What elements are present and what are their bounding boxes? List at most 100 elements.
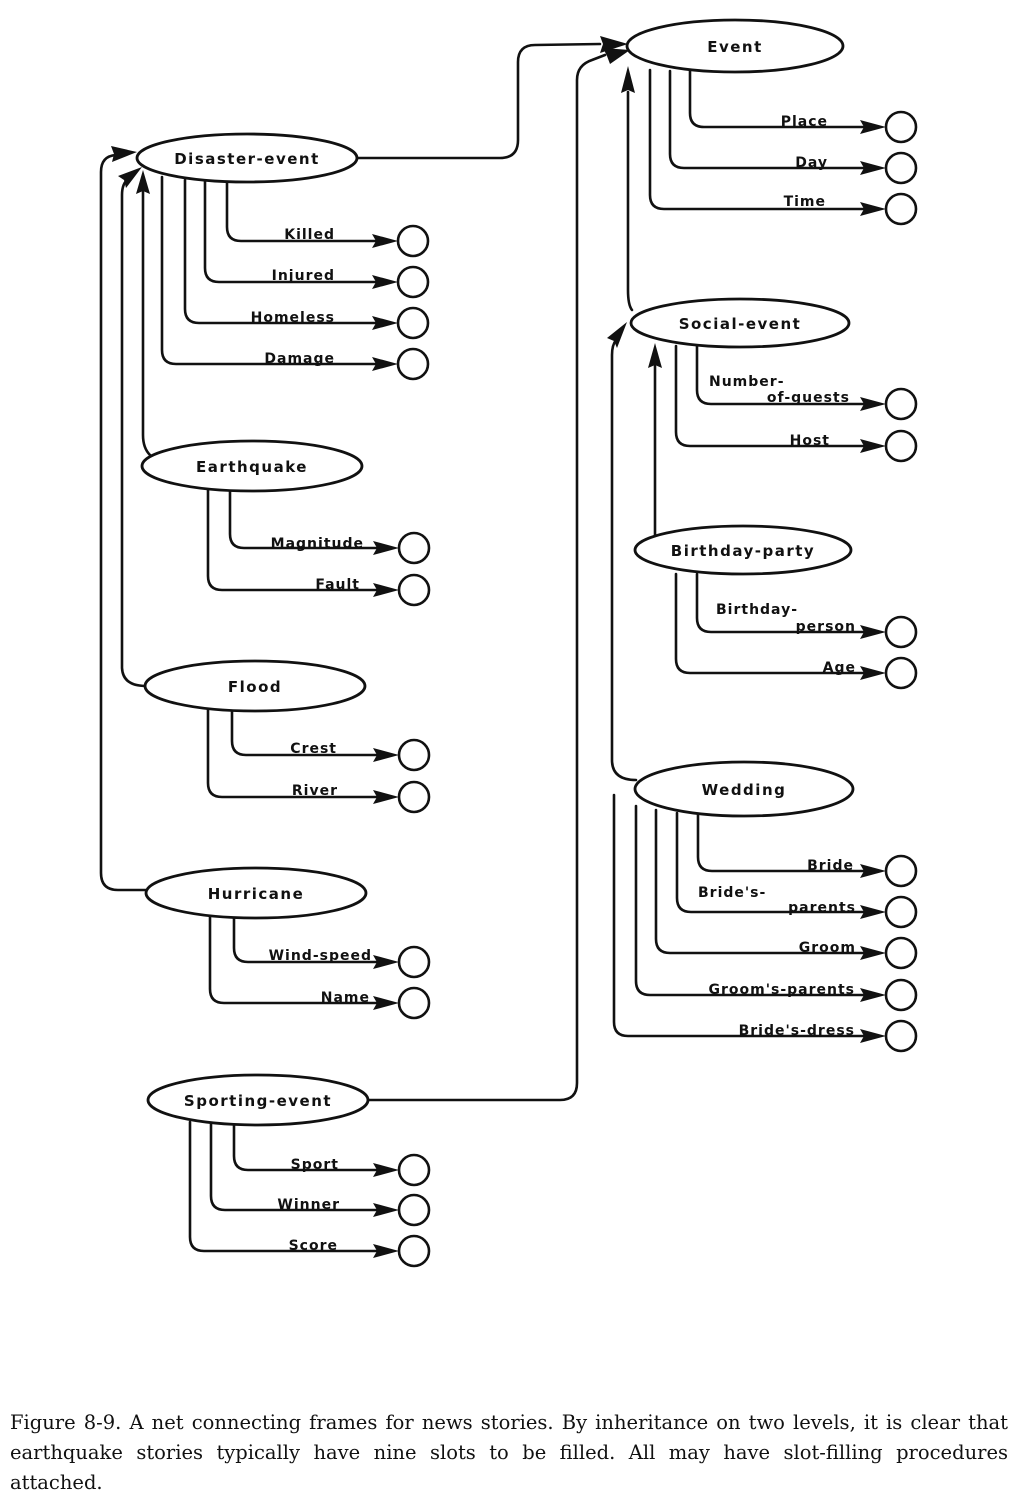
frame-hurricane[interactable]: Hurricane (144, 866, 368, 920)
frame-social-event[interactable]: Social-event (629, 297, 851, 349)
arrowhead (118, 167, 142, 188)
slot-label-birthday-person-2: person (796, 619, 856, 635)
slot-value-circle[interactable] (397, 1193, 431, 1227)
slot-value-circle[interactable] (397, 1234, 431, 1268)
slot-connector (225, 179, 378, 243)
slot-value-circle[interactable] (884, 151, 918, 185)
arrowhead (372, 234, 398, 248)
arrowhead (111, 146, 137, 162)
slot-value-circle[interactable] (397, 780, 431, 814)
slot-value-circle[interactable] (884, 936, 918, 970)
slot-label-brides-dress: Bride's-dress (739, 1023, 855, 1039)
slot-value-circle[interactable] (396, 347, 430, 381)
slot-value-circle[interactable] (396, 224, 430, 258)
slot-label-score: Score (289, 1238, 338, 1254)
arrowhead (860, 120, 886, 134)
slot-label-age: Age (823, 660, 856, 676)
slot-connector (695, 572, 866, 634)
slot-label-magnitude: Magnitude (271, 536, 364, 552)
frame-label: Birthday-party (671, 542, 815, 560)
frame-nodes: Event Disaster-event Social-event Earthq… (135, 18, 855, 1127)
slot-value-circle[interactable] (397, 573, 431, 607)
slot-label-homeless: Homeless (251, 310, 335, 326)
slot-label-grooms-parents: Groom's-parents (708, 982, 855, 998)
slot-connector (183, 178, 378, 325)
arrowhead (860, 161, 886, 175)
slot-value-circle[interactable] (884, 192, 918, 226)
slot-value-circle[interactable] (884, 429, 918, 463)
slot-value-circle[interactable] (396, 306, 430, 340)
arrowhead (373, 1244, 399, 1258)
slot-label-winner: Winner (277, 1197, 340, 1213)
slot-value-circle[interactable] (884, 895, 918, 929)
frame-label: Wedding (702, 781, 787, 799)
frame-label: Event (707, 38, 763, 56)
slot-label-killed: Killed (284, 227, 335, 243)
link-wedding-to-social (610, 338, 638, 782)
slot-value-circle[interactable] (884, 978, 918, 1012)
arrowhead (860, 666, 886, 680)
arrowhead (860, 946, 886, 960)
link-earthquake-to-disaster (141, 190, 152, 457)
slot-connector (668, 69, 866, 170)
slot-connector (674, 344, 866, 448)
slot-label-name: Name (321, 990, 370, 1006)
arrowhead (860, 439, 886, 453)
slot-connector (675, 811, 866, 914)
slot-connector (203, 179, 378, 284)
slot-value-circle[interactable] (397, 1153, 431, 1187)
frame-label: Sporting-event (184, 1092, 332, 1110)
slot-value-circle[interactable] (397, 531, 431, 565)
slot-connector (654, 808, 866, 955)
link-social-to-event (626, 90, 634, 312)
slot-value-circle[interactable] (396, 265, 430, 299)
slot-label-place: Place (781, 114, 828, 130)
frame-earthquake[interactable]: Earthquake (140, 439, 364, 493)
frame-flood[interactable]: Flood (143, 659, 367, 713)
arrowhead (860, 988, 886, 1002)
slot-label-groom: Groom (799, 940, 856, 956)
slot-labels: Place Day Time Killed Injured Homeless D… (251, 114, 856, 1254)
frame-sporting-event[interactable]: Sporting-event (146, 1073, 370, 1127)
arrowhead (136, 170, 150, 194)
slot-value-circle[interactable] (884, 110, 918, 144)
slot-label-sport: Sport (291, 1157, 339, 1173)
slot-value-circle[interactable] (884, 387, 918, 421)
slot-connector (209, 1122, 379, 1212)
slot-value-circle[interactable] (884, 1019, 918, 1053)
slot-connector (674, 572, 866, 675)
frame-label: Flood (228, 678, 282, 696)
slot-label-number-of-guests-1: Number- (709, 374, 785, 390)
arrowhead (373, 955, 399, 969)
slot-links (160, 68, 918, 1268)
frame-wedding[interactable]: Wedding (633, 760, 855, 818)
slot-value-circle[interactable] (884, 615, 918, 649)
slot-connector (230, 708, 379, 757)
slot-connector (160, 175, 378, 366)
slot-label-wind-speed: Wind-speed (269, 948, 372, 964)
arrowhead (372, 316, 398, 330)
slot-label-injured: Injured (272, 268, 335, 284)
slot-label-damage: Damage (264, 351, 335, 367)
frame-disaster-event[interactable]: Disaster-event (135, 132, 359, 184)
slot-connector (695, 344, 866, 406)
arrowhead (860, 625, 886, 639)
slot-connector (634, 804, 866, 997)
link-hurricane-to-disaster (99, 153, 150, 892)
slot-value-circle[interactable] (397, 945, 431, 979)
slot-connector (208, 915, 379, 1005)
slot-label-crest: Crest (290, 741, 337, 757)
arrowhead (860, 905, 886, 919)
arrowhead (860, 1029, 886, 1043)
frame-label: Hurricane (208, 885, 305, 903)
slot-value-circle[interactable] (397, 986, 431, 1020)
slot-value-circle[interactable] (397, 738, 431, 772)
arrowhead (373, 996, 399, 1010)
frame-event[interactable]: Event (625, 18, 845, 74)
slot-connector (648, 68, 866, 211)
frame-birthday-party[interactable]: Birthday-party (633, 524, 853, 576)
arrowhead (648, 343, 662, 368)
slot-value-circle[interactable] (884, 854, 918, 888)
slot-value-circle[interactable] (884, 656, 918, 690)
link-sporting-to-event (366, 53, 607, 1102)
